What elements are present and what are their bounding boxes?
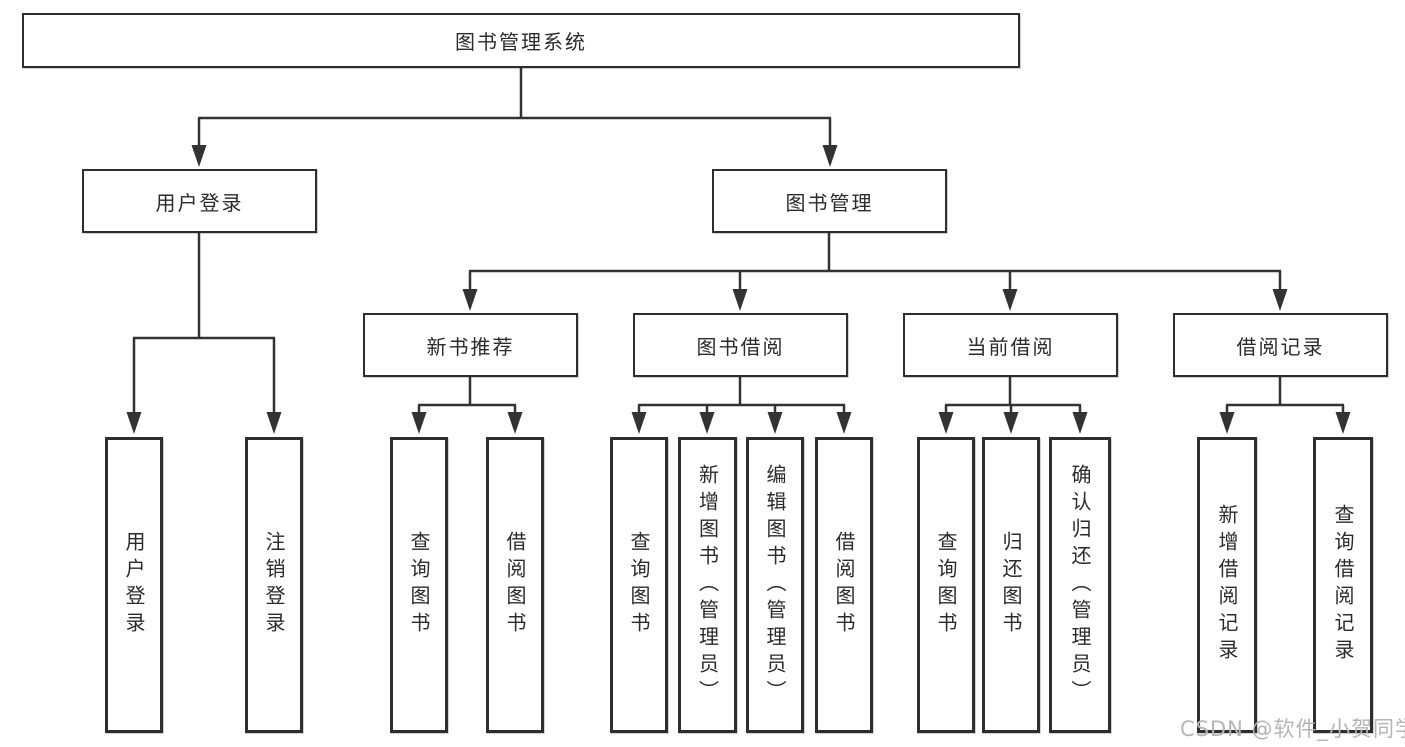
node-current-borrowing: 当前借阅 — [903, 313, 1118, 377]
leaf-newbooks-borrow-label: 借阅图书 — [503, 531, 527, 639]
leaf-current-query: 查询图书 — [917, 437, 975, 733]
connector-borrowing-to-leaves — [637, 377, 846, 413]
leaf-logout: 注销登录 — [245, 437, 303, 733]
leaf-records-query-label: 查询借阅记录 — [1331, 504, 1355, 666]
leaf-borrowing-borrow: 借阅图书 — [815, 437, 873, 733]
leaf-user-login-label: 用户登录 — [122, 531, 146, 639]
leaf-borrowing-edit-admin-label: 编辑图书（管理员） — [763, 463, 787, 707]
leaf-current-return: 归还图书 — [982, 437, 1040, 733]
leaf-newbooks-query: 查询图书 — [390, 437, 448, 733]
connector-root-to-level2 — [197, 68, 832, 146]
leaf-borrowing-edit-admin: 编辑图书（管理员） — [746, 437, 804, 733]
connector-current-to-leaves — [944, 377, 1082, 413]
leaf-records-add: 新增借阅记录 — [1197, 437, 1257, 733]
leaf-newbooks-borrow: 借阅图书 — [486, 437, 544, 733]
leaf-borrowing-borrow-label: 借阅图书 — [832, 531, 856, 639]
node-user-login: 用户登录 — [82, 169, 317, 233]
leaf-current-confirm-return-admin-label: 确认归还（管理员） — [1068, 463, 1092, 707]
leaf-current-return-label: 归还图书 — [999, 531, 1023, 639]
connector-bookmgmt-to-level3 — [468, 233, 1282, 290]
node-book-borrowing: 图书借阅 — [633, 313, 848, 377]
connector-newbooks-to-leaves — [417, 377, 517, 413]
leaf-current-query-label: 查询图书 — [934, 531, 958, 639]
leaf-current-confirm-return-admin: 确认归还（管理员） — [1049, 437, 1111, 733]
connector-records-to-leaves — [1225, 377, 1345, 413]
leaf-borrowing-query: 查询图书 — [610, 437, 668, 733]
leaf-records-query: 查询借阅记录 — [1313, 437, 1373, 733]
node-book-management: 图书管理 — [712, 169, 947, 233]
leaf-records-add-label: 新增借阅记录 — [1215, 504, 1239, 666]
leaf-user-login: 用户登录 — [105, 437, 163, 733]
node-new-book-recommend: 新书推荐 — [363, 313, 578, 377]
leaf-borrowing-add-admin-label: 新增图书（管理员） — [695, 463, 720, 707]
leaf-borrowing-add-admin: 新增图书（管理员） — [678, 437, 737, 733]
leaf-borrowing-query-label: 查询图书 — [627, 531, 651, 639]
node-root: 图书管理系统 — [22, 13, 1020, 68]
connector-userlogin-to-leaves — [132, 233, 276, 413]
node-borrowing-records: 借阅记录 — [1173, 313, 1388, 377]
watermark: CSDN @软件_小贺同学 — [1180, 717, 1405, 741]
leaf-newbooks-query-label: 查询图书 — [407, 531, 431, 639]
leaf-logout-label: 注销登录 — [262, 531, 286, 639]
